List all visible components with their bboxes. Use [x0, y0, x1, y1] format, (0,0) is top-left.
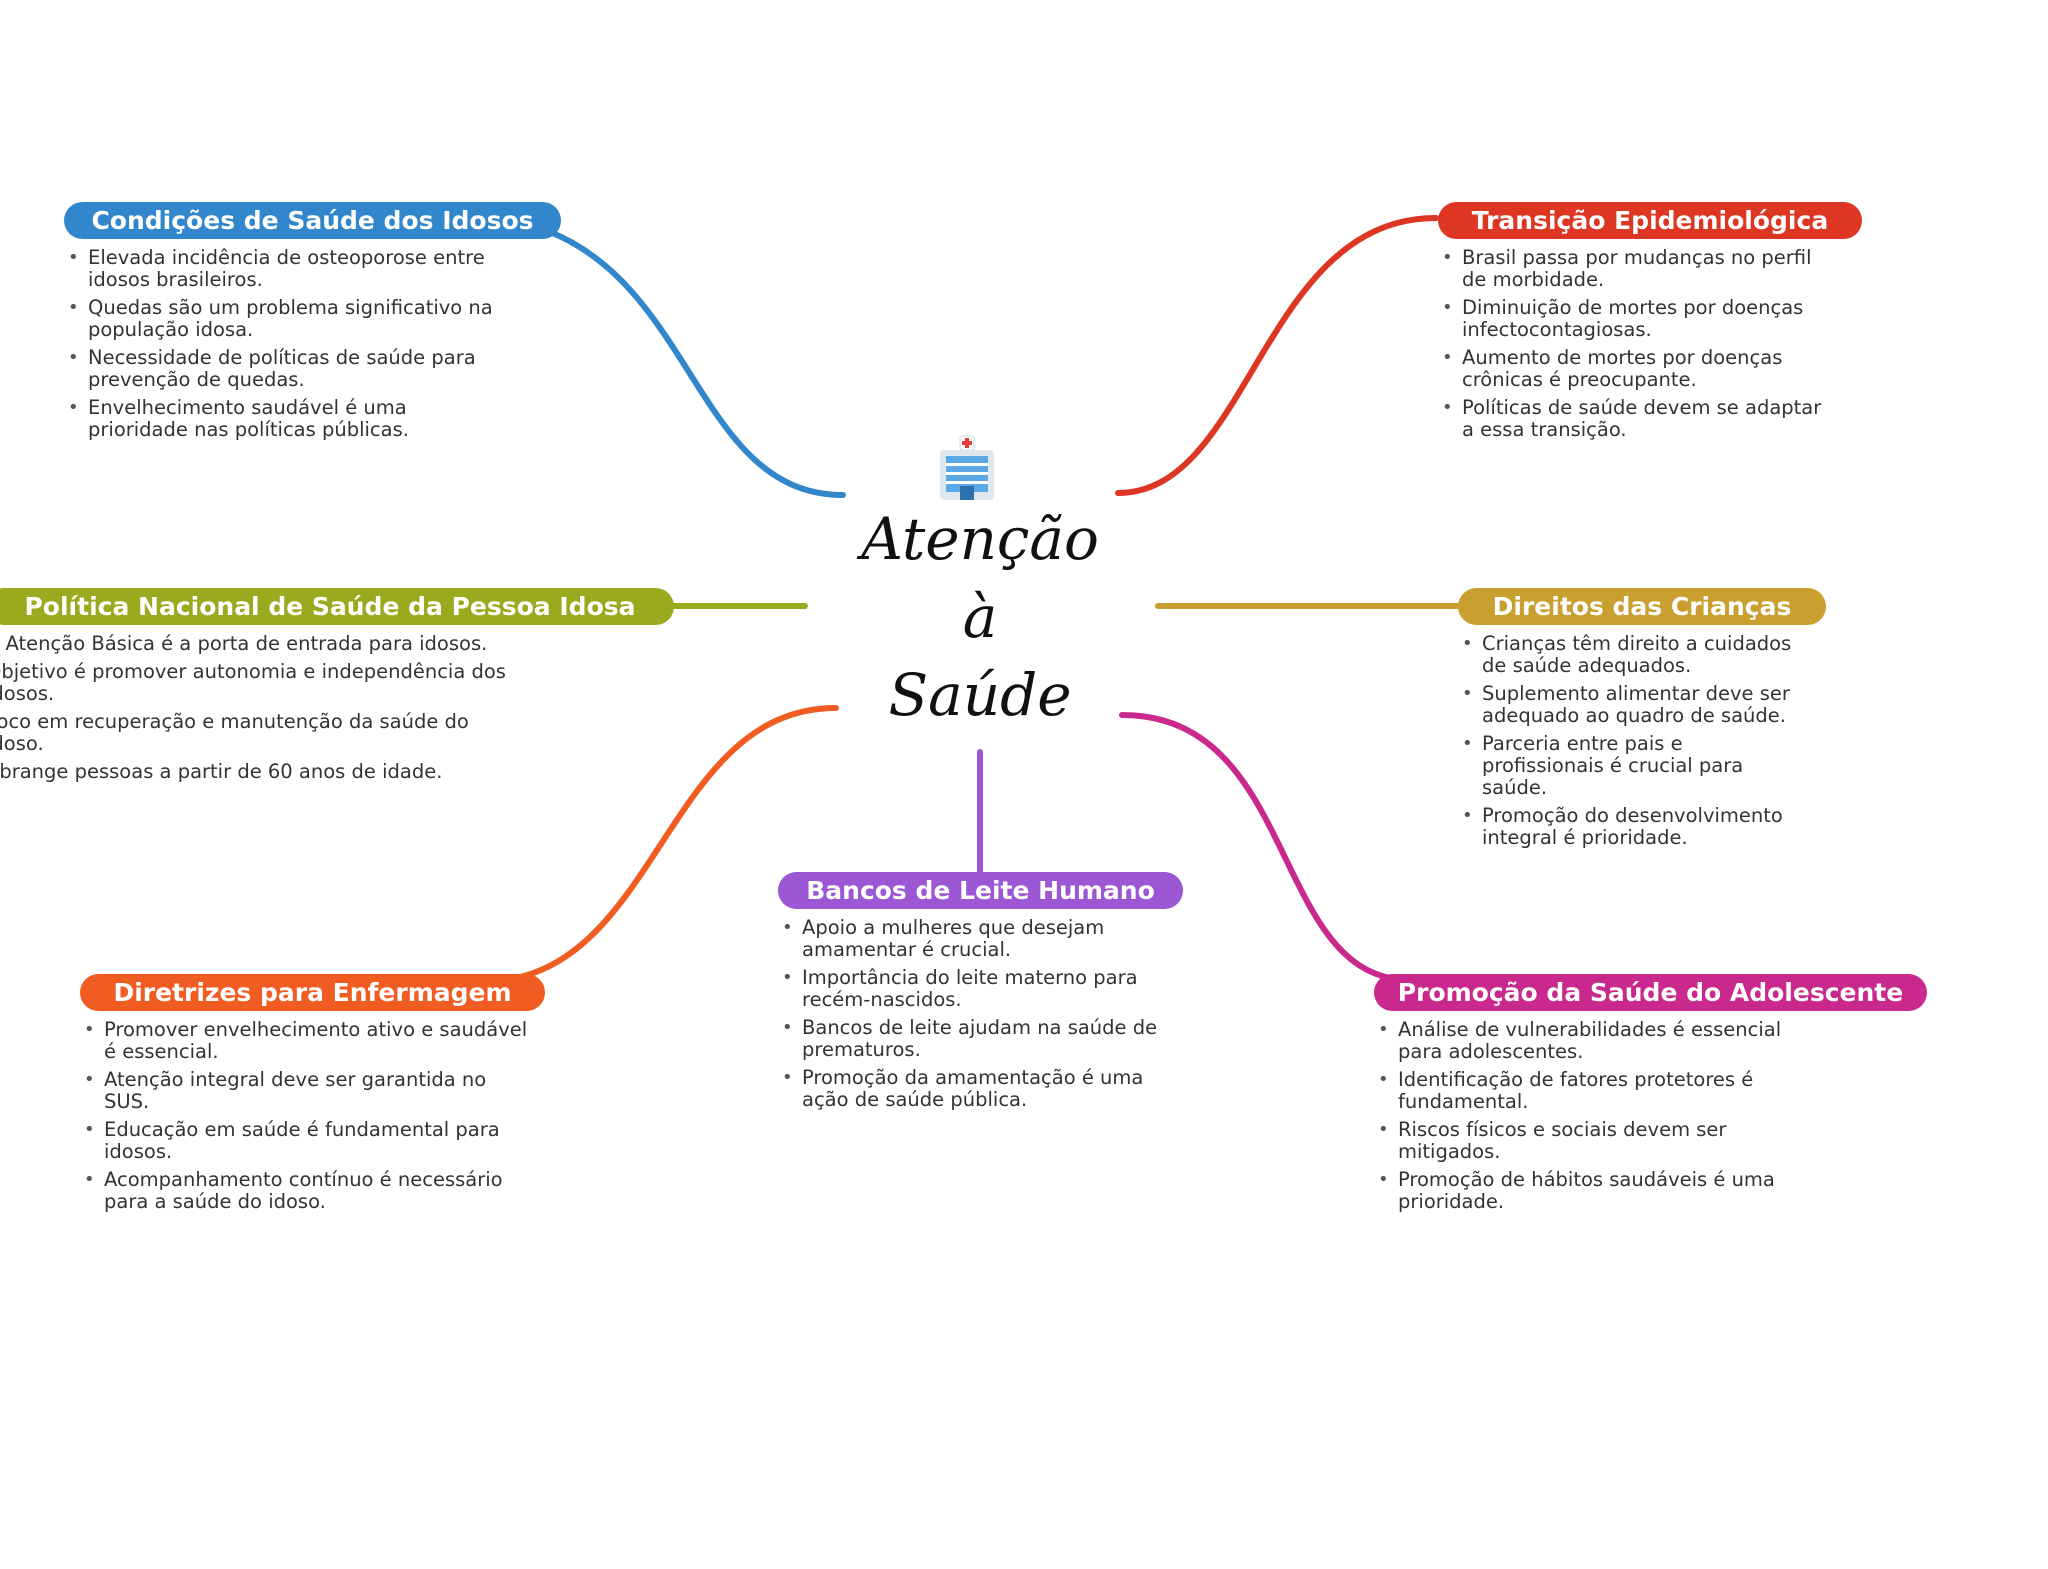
list-item: Brasil passa por mudanças no perfil de m… — [1438, 247, 1828, 291]
topic-title-pill[interactable]: Direitos das Crianças — [1458, 588, 1826, 625]
list-item: Crianças têm direito a cuidados de saúde… — [1458, 633, 1808, 677]
list-item: Bancos de leite ajudam na saúde de prema… — [778, 1017, 1178, 1061]
list-item: Riscos físicos e sociais devem ser mitig… — [1374, 1119, 1794, 1163]
hospital-icon — [940, 435, 994, 500]
list-item: Promover envelhecimento ativo e saudável… — [80, 1019, 530, 1063]
topic-title-pill[interactable]: Política Nacional de Saúde da Pessoa Ido… — [0, 588, 674, 625]
topic-item-list: Apoio a mulheres que desejam amamentar é… — [778, 917, 1178, 1111]
list-item: Identificação de fatores protetores é fu… — [1374, 1069, 1794, 1113]
connector-diretrizes — [502, 705, 839, 983]
topic-item-list: A Atenção Básica é a porta de entrada pa… — [0, 633, 526, 783]
list-item: Envelhecimento saudável é uma prioridade… — [64, 397, 504, 441]
central-topic-title: Atenção à Saúde — [861, 505, 1099, 729]
list-item: Promoção do desenvolvimento integral é p… — [1458, 805, 1808, 849]
list-item: Elevada incidência de osteoporose entre … — [64, 247, 504, 291]
topic-diretrizes-enfermagem: Diretrizes para Enfermagem Promover enve… — [80, 974, 550, 1219]
connector-transicao — [1115, 215, 1439, 496]
topic-title-pill[interactable]: Bancos de Leite Humano — [778, 872, 1183, 909]
list-item: A Atenção Básica é a porta de entrada pa… — [0, 632, 488, 655]
list-item: Apoio a mulheres que desejam amamentar é… — [778, 917, 1178, 961]
topic-condicoes-saude-idosos: Condições de Saúde dos Idosos Elevada in… — [64, 202, 564, 447]
topic-item-list: Crianças têm direito a cuidados de saúde… — [1458, 633, 1808, 849]
topic-politica-nacional-pessoa-idosa: Política Nacional de Saúde da Pessoa Ido… — [0, 588, 676, 789]
list-item: Políticas de saúde devem se adaptar a es… — [1438, 397, 1828, 441]
list-item: Abrange pessoas a partir de 60 anos de i… — [0, 760, 443, 783]
connector-adolescente — [1119, 712, 1413, 983]
list-item: Foco em recuperação e manutenção da saúd… — [0, 710, 469, 755]
topic-promocao-saude-adolescente: Promoção da Saúde do Adolescente Análise… — [1374, 974, 1934, 1219]
topic-item-list: Promover envelhecimento ativo e saudável… — [80, 1019, 530, 1213]
list-item: Diminuição de mortes por doenças infecto… — [1438, 297, 1828, 341]
list-item: Suplemento alimentar deve ser adequado a… — [1458, 683, 1808, 727]
topic-title-pill[interactable]: Condições de Saúde dos Idosos — [64, 202, 561, 239]
list-item: Aumento de mortes por doenças crônicas é… — [1438, 347, 1828, 391]
topic-title-pill[interactable]: Diretrizes para Enfermagem — [80, 974, 545, 1011]
topic-title-pill[interactable]: Transição Epidemiológica — [1438, 202, 1862, 239]
list-item: Parceria entre pais e profissionais é cr… — [1458, 733, 1808, 799]
list-item: Atenção integral deve ser garantida no S… — [80, 1069, 530, 1113]
list-item: Objetivo é promover autonomia e independ… — [0, 660, 506, 705]
list-item: Promoção de hábitos saudáveis é uma prio… — [1374, 1169, 1794, 1213]
topic-transicao-epidemiologica: Transição Epidemiológica Brasil passa po… — [1438, 202, 1868, 447]
list-item: Promoção da amamentação é uma ação de sa… — [778, 1067, 1178, 1111]
list-item: Acompanhamento contínuo é necessário par… — [80, 1169, 530, 1213]
topic-item-list: Análise de vulnerabilidades é essencial … — [1374, 1019, 1794, 1213]
connector-idosos — [547, 229, 846, 498]
topic-item-list: Elevada incidência de osteoporose entre … — [64, 247, 504, 441]
list-item: Educação em saúde é fundamental para ido… — [80, 1119, 530, 1163]
list-item: Quedas são um problema significativo na … — [64, 297, 504, 341]
topic-item-list: Brasil passa por mudanças no perfil de m… — [1438, 247, 1828, 441]
list-item: Importância do leite materno para recém-… — [778, 967, 1178, 1011]
list-item: Necessidade de políticas de saúde para p… — [64, 347, 504, 391]
topic-direitos-criancas: Direitos das Crianças Crianças têm direi… — [1458, 588, 1828, 855]
topic-bancos-leite-humano: Bancos de Leite Humano Apoio a mulheres … — [778, 872, 1188, 1117]
list-item: Análise de vulnerabilidades é essencial … — [1374, 1019, 1794, 1063]
topic-title-pill[interactable]: Promoção da Saúde do Adolescente — [1374, 974, 1927, 1011]
